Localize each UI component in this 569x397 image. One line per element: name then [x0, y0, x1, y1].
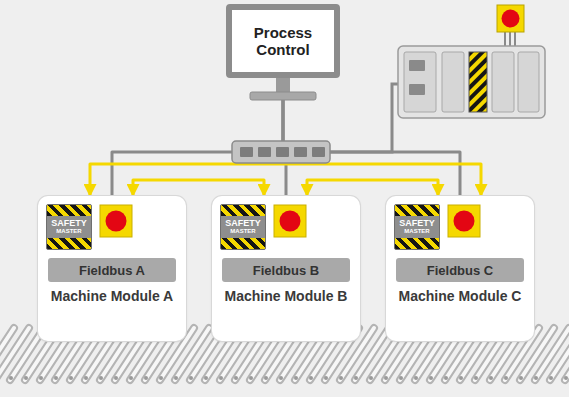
roller-axle — [294, 376, 298, 380]
roller-axle — [234, 376, 238, 380]
safety-link — [133, 180, 264, 196]
monitor-base — [250, 92, 316, 100]
emergency-stop — [448, 205, 480, 237]
roller-axle — [339, 376, 343, 380]
machine-module: Machine Module B SAFETYMASTER Fieldbus B — [212, 196, 360, 341]
roller-axle — [159, 376, 163, 380]
roller-axle — [324, 376, 328, 380]
roller-axle — [474, 376, 478, 380]
safety-link — [90, 164, 481, 196]
roller-axle — [279, 376, 283, 380]
network-switch — [232, 141, 330, 163]
fieldbus-band: Fieldbus A — [48, 258, 176, 282]
roller-axle — [264, 376, 268, 380]
roller-axle — [39, 376, 43, 380]
roller-axle — [564, 376, 568, 380]
module-name: Machine Module C — [392, 288, 528, 304]
safety-master: SAFETYMASTER — [220, 204, 266, 250]
safety-link — [307, 180, 438, 196]
safety-label: SAFETY — [225, 219, 261, 228]
roller-axle — [54, 376, 58, 380]
machine-module: Machine Module C SAFETYMASTER Fieldbus C — [386, 196, 534, 341]
fieldbus-label: Fieldbus B — [253, 263, 319, 278]
roller-axle — [414, 376, 418, 380]
safety-master: SAFETYMASTER — [394, 204, 440, 250]
process-control-monitor: Process Control — [226, 4, 340, 78]
fieldbus-band: Fieldbus B — [222, 258, 350, 282]
roller-axle — [504, 376, 508, 380]
safety-label: MASTER — [56, 228, 81, 235]
safety-plc — [398, 5, 545, 118]
roller-axle — [354, 376, 358, 380]
conveyor-roller — [565, 328, 569, 380]
module-name: Machine Module B — [218, 288, 354, 304]
network-wire — [330, 84, 398, 152]
roller-axle — [204, 376, 208, 380]
safety-label: MASTER — [404, 228, 429, 235]
roller-axle — [84, 376, 88, 380]
roller-axle — [144, 376, 148, 380]
roller-axle — [534, 376, 538, 380]
roller-axle — [369, 376, 373, 380]
roller-axle — [129, 376, 133, 380]
roller-axle — [459, 376, 463, 380]
emergency-stop — [100, 205, 132, 237]
fieldbus-label: Fieldbus C — [427, 263, 493, 278]
roller-axle — [429, 376, 433, 380]
roller-axle — [399, 376, 403, 380]
monitor-label: Process Control — [236, 24, 330, 59]
roller-axle — [174, 376, 178, 380]
fieldbus-band: Fieldbus C — [396, 258, 524, 282]
roller-axle — [99, 376, 103, 380]
safety-label: SAFETY — [51, 219, 87, 228]
fieldbus-label: Fieldbus A — [79, 263, 145, 278]
roller-axle — [444, 376, 448, 380]
roller-axle — [24, 376, 28, 380]
conveyor-roller — [565, 328, 569, 380]
safety-label: MASTER — [230, 228, 255, 235]
emergency-stop — [274, 205, 306, 237]
roller-axle — [549, 376, 553, 380]
safety-label: SAFETY — [399, 219, 435, 228]
module-name: Machine Module A — [44, 288, 180, 304]
roller-axle — [384, 376, 388, 380]
roller-axle — [69, 376, 73, 380]
machine-module: Machine Module A SAFETYMASTER Fieldbus A — [38, 196, 186, 341]
roller-axle — [519, 376, 523, 380]
roller-axle — [219, 376, 223, 380]
safety-master: SAFETYMASTER — [46, 204, 92, 250]
roller-axle — [189, 376, 193, 380]
roller-axle — [9, 376, 13, 380]
roller-axle — [309, 376, 313, 380]
roller-axle — [249, 376, 253, 380]
roller-axle — [489, 376, 493, 380]
roller-axle — [114, 376, 118, 380]
monitor-stand — [276, 78, 290, 93]
